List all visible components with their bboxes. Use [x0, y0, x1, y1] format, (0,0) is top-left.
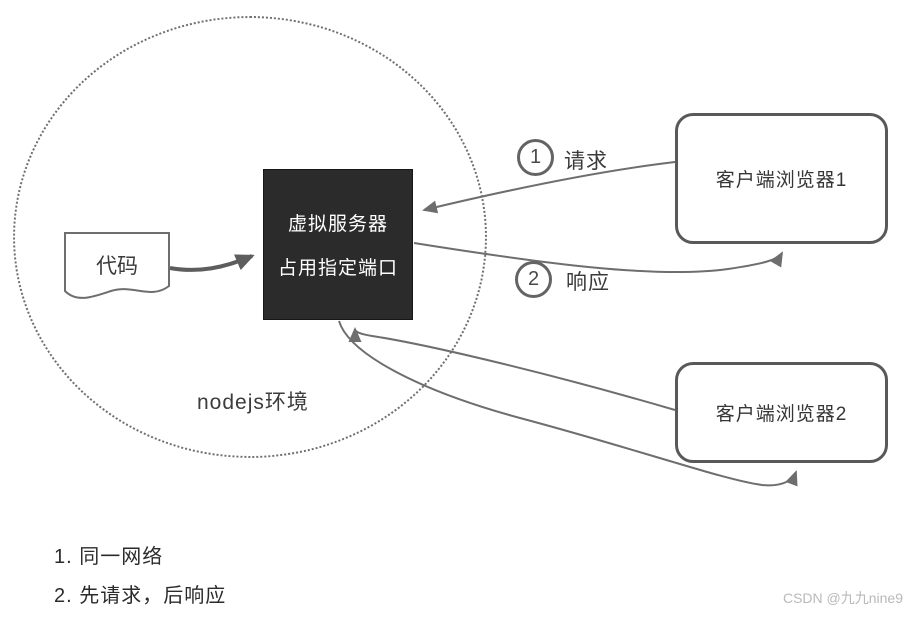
- virtual-server-line2: 占用指定端口: [277, 258, 398, 279]
- nodejs-env-circle: [13, 16, 487, 458]
- client-browser-2-box: 客户端浏览器2: [675, 362, 888, 463]
- step-1-badge: 1: [517, 139, 554, 176]
- virtual-server-box: 虚拟服务器 占用指定端口: [263, 169, 413, 320]
- nodejs-env-label: nodejs环境: [197, 391, 309, 414]
- code-document-label: 代码: [96, 255, 138, 278]
- step-2-badge: 2: [515, 261, 552, 298]
- response-label: 响应: [566, 271, 610, 294]
- note-same-network: 1. 同一网络: [54, 546, 164, 568]
- client-browser-2-label: 客户端浏览器2: [715, 404, 848, 425]
- note-request-then-response: 2. 先请求，后响应: [54, 585, 227, 607]
- virtual-server-line1: 虚拟服务器: [287, 214, 388, 235]
- step-2-number: 2: [527, 268, 540, 290]
- step-1-number: 1: [529, 146, 542, 168]
- request-label: 请求: [564, 150, 608, 173]
- watermark: CSDN @九九nine9: [782, 590, 903, 606]
- client-browser-1-label: 客户端浏览器1: [715, 170, 848, 191]
- client-browser-1-box: 客户端浏览器1: [675, 113, 888, 244]
